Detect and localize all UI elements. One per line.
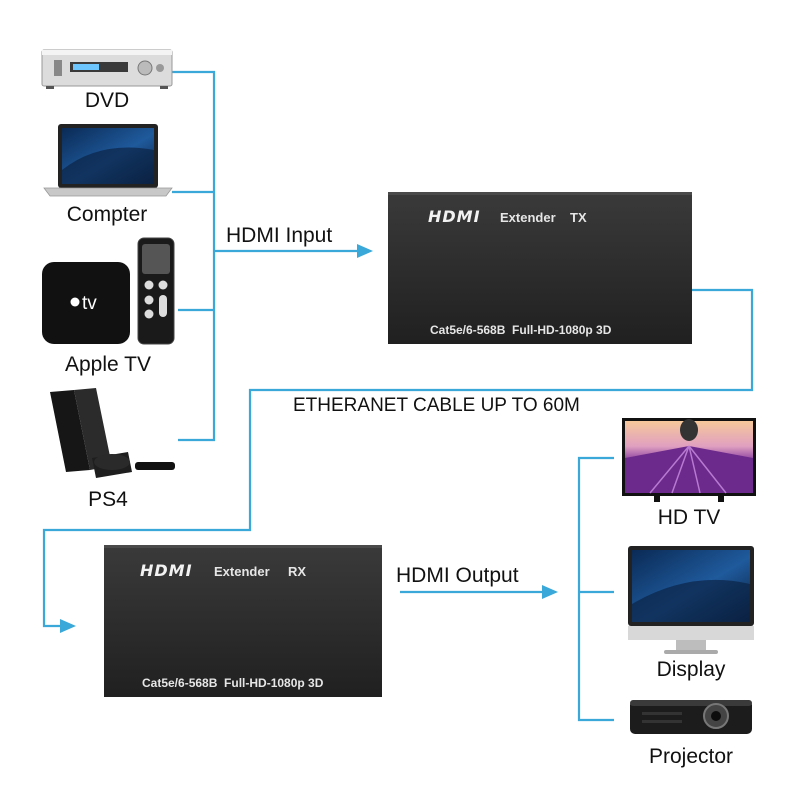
source-label-dvd: DVD: [85, 89, 129, 112]
hdmi-input-label: HDMI Input: [226, 224, 332, 247]
dvd-player-icon: [41, 49, 173, 89]
hdmi-output-arrow: [542, 585, 558, 599]
tx-hdmi-logo: HDMI: [428, 207, 481, 226]
monitor-icon: [628, 546, 754, 654]
apple-tv-logo: tv: [82, 293, 97, 314]
output-label-hd-tv: HD TV: [658, 506, 721, 529]
ethernet-cable-arrow: [60, 619, 76, 633]
receiver-box: HDMI Extender RX Cat5e/6-568B Full-HD-10…: [104, 545, 382, 697]
source-label-compter: Compter: [67, 203, 148, 226]
output-label-display: Display: [657, 658, 726, 681]
tx-spec: Cat5e/6-568B Full-HD-1080p 3D: [430, 323, 612, 337]
tx-name: Extender: [500, 210, 556, 225]
source-bus-line: [172, 70, 216, 442]
laptop-icon: [43, 124, 173, 197]
ethernet-cable-label: ETHERANET CABLE UP TO 60M: [293, 395, 580, 416]
transmitter-box: HDMI Extender TX Cat5e/6-568B Full-HD-10…: [388, 192, 692, 344]
hd-tv-icon: [622, 418, 756, 502]
rx-hdmi-logo: HDMI: [140, 561, 193, 580]
output-bus-line: [577, 456, 614, 722]
source-label-ps4: PS4: [88, 488, 128, 511]
connectors: [42, 70, 754, 722]
rx-name: Extender: [214, 564, 270, 579]
ethernet-cable-line: [42, 288, 754, 628]
tx-model: TX: [570, 210, 587, 225]
output-label-projector: Projector: [649, 745, 733, 768]
rx-model: RX: [288, 564, 306, 579]
source-label-apple-tv: Apple TV: [65, 353, 151, 376]
rx-spec: Cat5e/6-568B Full-HD-1080p 3D: [142, 676, 324, 690]
projector-icon: [630, 700, 752, 734]
apple-tv-icon: tv: [42, 237, 175, 345]
hdmi-output-label: HDMI Output: [396, 564, 519, 587]
hdmi-input-arrow: [357, 244, 373, 258]
ps4-console-icon: [50, 388, 175, 478]
